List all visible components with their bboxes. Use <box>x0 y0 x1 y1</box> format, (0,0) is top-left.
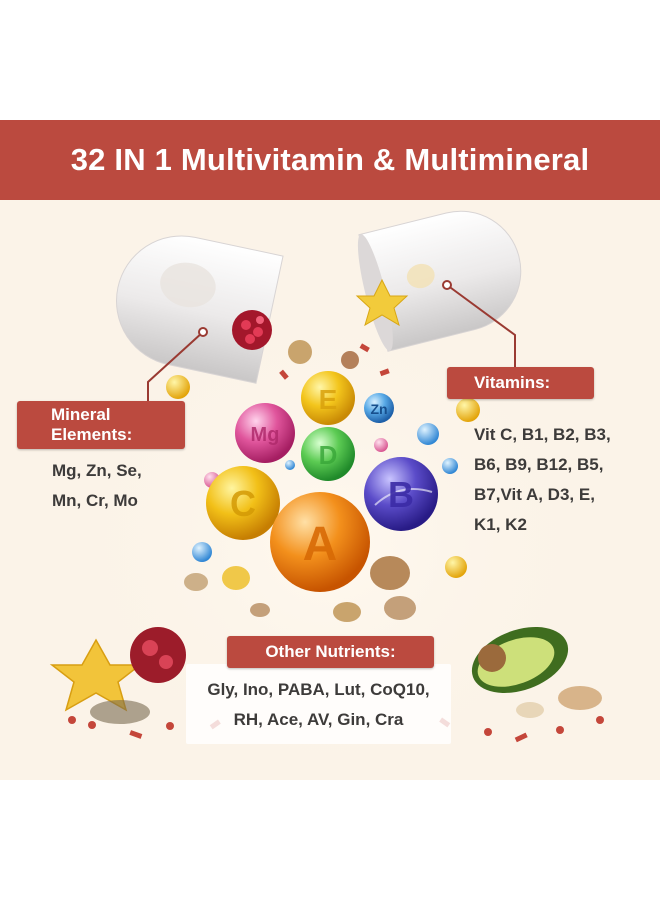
other-nutrients-background <box>186 664 451 744</box>
product-panel: E Zn Mg D C B A <box>0 120 660 780</box>
orb-mg-label: Mg <box>251 424 280 446</box>
vitamins-line-4: K1, K2 <box>474 515 527 534</box>
vitamins-line-1: Vit C, B1, B2, B3, <box>474 425 611 444</box>
other-nutrients-line-2: RH, Ace, AV, Gin, Cra <box>233 710 404 729</box>
orb-b: B <box>364 457 438 531</box>
minerals-list: Mg, Zn, Se, Mn, Cr, Mo <box>52 456 142 516</box>
minerals-heading-line-2: Elements: <box>51 425 133 444</box>
orb-e-label: E <box>319 384 338 415</box>
title-banner: 32 IN 1 Multivitamin & Multimineral <box>0 120 660 200</box>
orb-a: A <box>270 492 370 592</box>
minerals-line-1: Mg, Zn, Se, <box>52 461 142 480</box>
nutrient-illustration: E Zn Mg D C B A <box>49 210 604 760</box>
minerals-heading-line-1: Mineral <box>51 405 111 424</box>
other-nutrients-line-1: Gly, Ino, PABA, Lut, CoQ10, <box>207 680 430 699</box>
capsule-left <box>116 235 284 384</box>
pomegranate-piece <box>232 310 272 350</box>
orb-c: C <box>206 466 280 540</box>
other-nutrients-heading: Other Nutrients: <box>265 642 396 661</box>
vitamins-heading: Vitamins: <box>474 373 551 392</box>
orb-e: E <box>301 371 355 425</box>
minerals-leader-line <box>147 331 204 402</box>
vitamins-line-3: B7,Vit A, D3, E, <box>474 485 595 504</box>
orb-d: D <box>301 427 355 481</box>
orb-a-label: A <box>303 518 338 571</box>
capsule-right <box>357 210 522 352</box>
vitamins-leader-line <box>446 284 516 368</box>
other-nutrients-list: Gly, Ino, PABA, Lut, CoQ10, RH, Ace, AV,… <box>186 675 451 735</box>
minerals-line-2: Mn, Cr, Mo <box>52 491 138 510</box>
other-nutrients-heading-tag: Other Nutrients: <box>227 636 434 668</box>
vitamins-list: Vit C, B1, B2, B3, B6, B9, B12, B5, B7,V… <box>474 420 611 540</box>
orb-c-label: C <box>230 483 256 524</box>
orb-zn: Zn <box>364 393 394 423</box>
vitamins-line-2: B6, B9, B12, B5, <box>474 455 604 474</box>
vitamins-heading-tag: Vitamins: <box>447 367 594 399</box>
orb-b-label: B <box>388 474 414 515</box>
page-title: 32 IN 1 Multivitamin & Multimineral <box>70 142 590 177</box>
minerals-heading-tag: Mineral Elements: <box>17 401 185 449</box>
starfruit-piece <box>355 278 409 327</box>
orb-d-label: D <box>319 440 338 470</box>
orb-zn-label: Zn <box>370 401 387 417</box>
orb-mg: Mg <box>235 403 295 463</box>
